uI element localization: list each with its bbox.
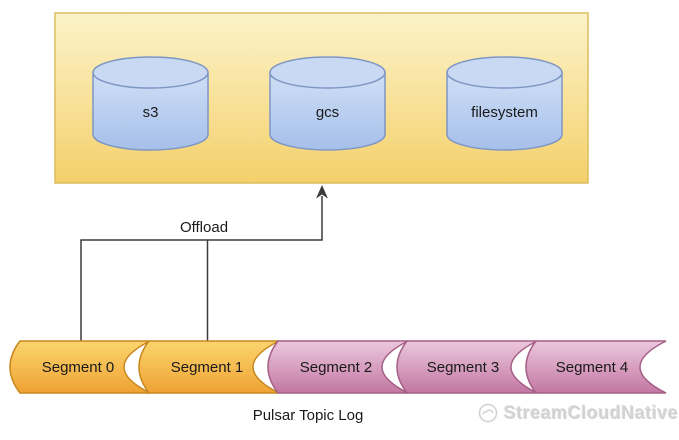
- storage-cylinder-s3: s3: [92, 56, 209, 151]
- segment-shape: [525, 340, 667, 394]
- storage-cylinder-gcs: gcs: [269, 56, 386, 151]
- cylinder-body: [92, 72, 209, 151]
- arrowhead-up-icon: [316, 185, 328, 199]
- segment-3: Segment 3: [396, 340, 538, 394]
- cylinder-top: [446, 56, 563, 89]
- cylinder-body: [269, 72, 386, 151]
- storage-label-gcs: gcs: [316, 104, 339, 121]
- watermark-text: StreamCloudNative: [504, 402, 679, 423]
- segment-1: Segment 1: [138, 340, 280, 394]
- segment-label: Segment 4: [556, 359, 629, 376]
- segment-label: Segment 0: [42, 359, 115, 376]
- segment-label: Segment 2: [300, 359, 373, 376]
- segment-4: Segment 4: [525, 340, 667, 394]
- segment-row: Segment 0 Segment 1 Segment 2 Segment 3 …: [9, 340, 667, 394]
- offload-connector-line: [80, 196, 323, 341]
- segment-2: Segment 2: [267, 340, 409, 394]
- storage-label-filesystem: filesystem: [471, 104, 538, 121]
- segment-label: Segment 1: [171, 359, 244, 376]
- cylinder-body: [446, 72, 563, 151]
- cylinder-top: [92, 56, 209, 89]
- storage-label-s3: s3: [143, 104, 159, 121]
- watermark: StreamCloudNative: [476, 399, 679, 427]
- segment-0: Segment 0: [9, 340, 151, 394]
- offload-connector: [80, 185, 328, 341]
- offload-label: Offload: [180, 219, 228, 236]
- storage-cylinder-filesystem: filesystem: [446, 56, 563, 151]
- cylinder-top: [269, 56, 386, 89]
- diagram-caption: Pulsar Topic Log: [253, 407, 364, 424]
- segment-label: Segment 3: [427, 359, 500, 376]
- cloud-logo-icon: [478, 403, 498, 423]
